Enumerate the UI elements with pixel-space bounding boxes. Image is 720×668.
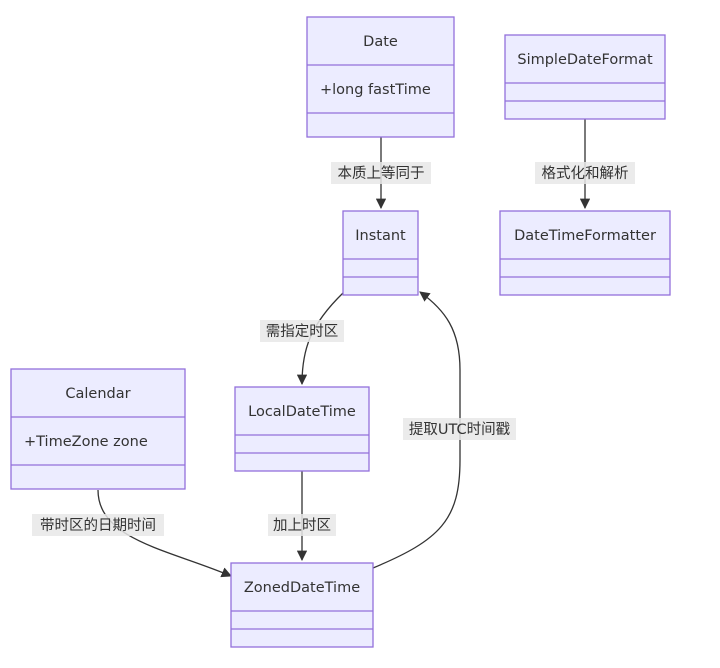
class-simpledateformat: SimpleDateFormat xyxy=(504,34,666,120)
class-datetimeformatter: DateTimeFormatter xyxy=(499,210,671,296)
class-name: Calendar xyxy=(65,386,130,402)
class-attribute: +TimeZone zone xyxy=(24,434,148,450)
svg-text:本质上等同于: 本质上等同于 xyxy=(338,164,425,182)
edge-label-simpledateformat-datetimeformatter: 格式化和解析 xyxy=(535,162,635,184)
edge-label-localdatetime-zoneddatetime: 加上时区 xyxy=(268,514,336,536)
edge-label-date-instant: 本质上等同于 xyxy=(331,162,431,184)
class-date: Date +long fastTime xyxy=(306,16,455,138)
class-name: Instant xyxy=(355,228,406,244)
class-zoneddatetime: ZonedDateTime xyxy=(230,562,374,648)
svg-text:需指定时区: 需指定时区 xyxy=(266,323,339,340)
class-localdatetime: LocalDateTime xyxy=(234,386,370,472)
svg-text:带时区的日期时间: 带时区的日期时间 xyxy=(40,517,156,534)
edge-calendar-zoneddatetime xyxy=(97,489,232,578)
class-name: Date xyxy=(363,34,398,50)
class-calendar: Calendar +TimeZone zone xyxy=(10,368,186,490)
svg-text:格式化和解析: 格式化和解析 xyxy=(542,165,629,182)
svg-text:加上时区: 加上时区 xyxy=(273,517,331,534)
class-name: SimpleDateFormat xyxy=(517,52,653,68)
edge-label-instant-localdatetime: 需指定时区 xyxy=(260,320,344,342)
class-name: DateTimeFormatter xyxy=(514,228,656,244)
edge-label-zoneddatetime-instant: 提取UTC时间戳 xyxy=(403,418,516,440)
class-attribute: +long fastTime xyxy=(320,82,431,98)
class-name: ZonedDateTime xyxy=(244,580,360,596)
class-instant: Instant xyxy=(342,210,419,296)
svg-text:提取UTC时间戳: 提取UTC时间戳 xyxy=(409,421,511,438)
edge-zoneddatetime-instant xyxy=(372,291,461,569)
edge-label-calendar-zoneddatetime: 带时区的日期时间 xyxy=(32,514,164,536)
class-name: LocalDateTime xyxy=(248,404,356,420)
